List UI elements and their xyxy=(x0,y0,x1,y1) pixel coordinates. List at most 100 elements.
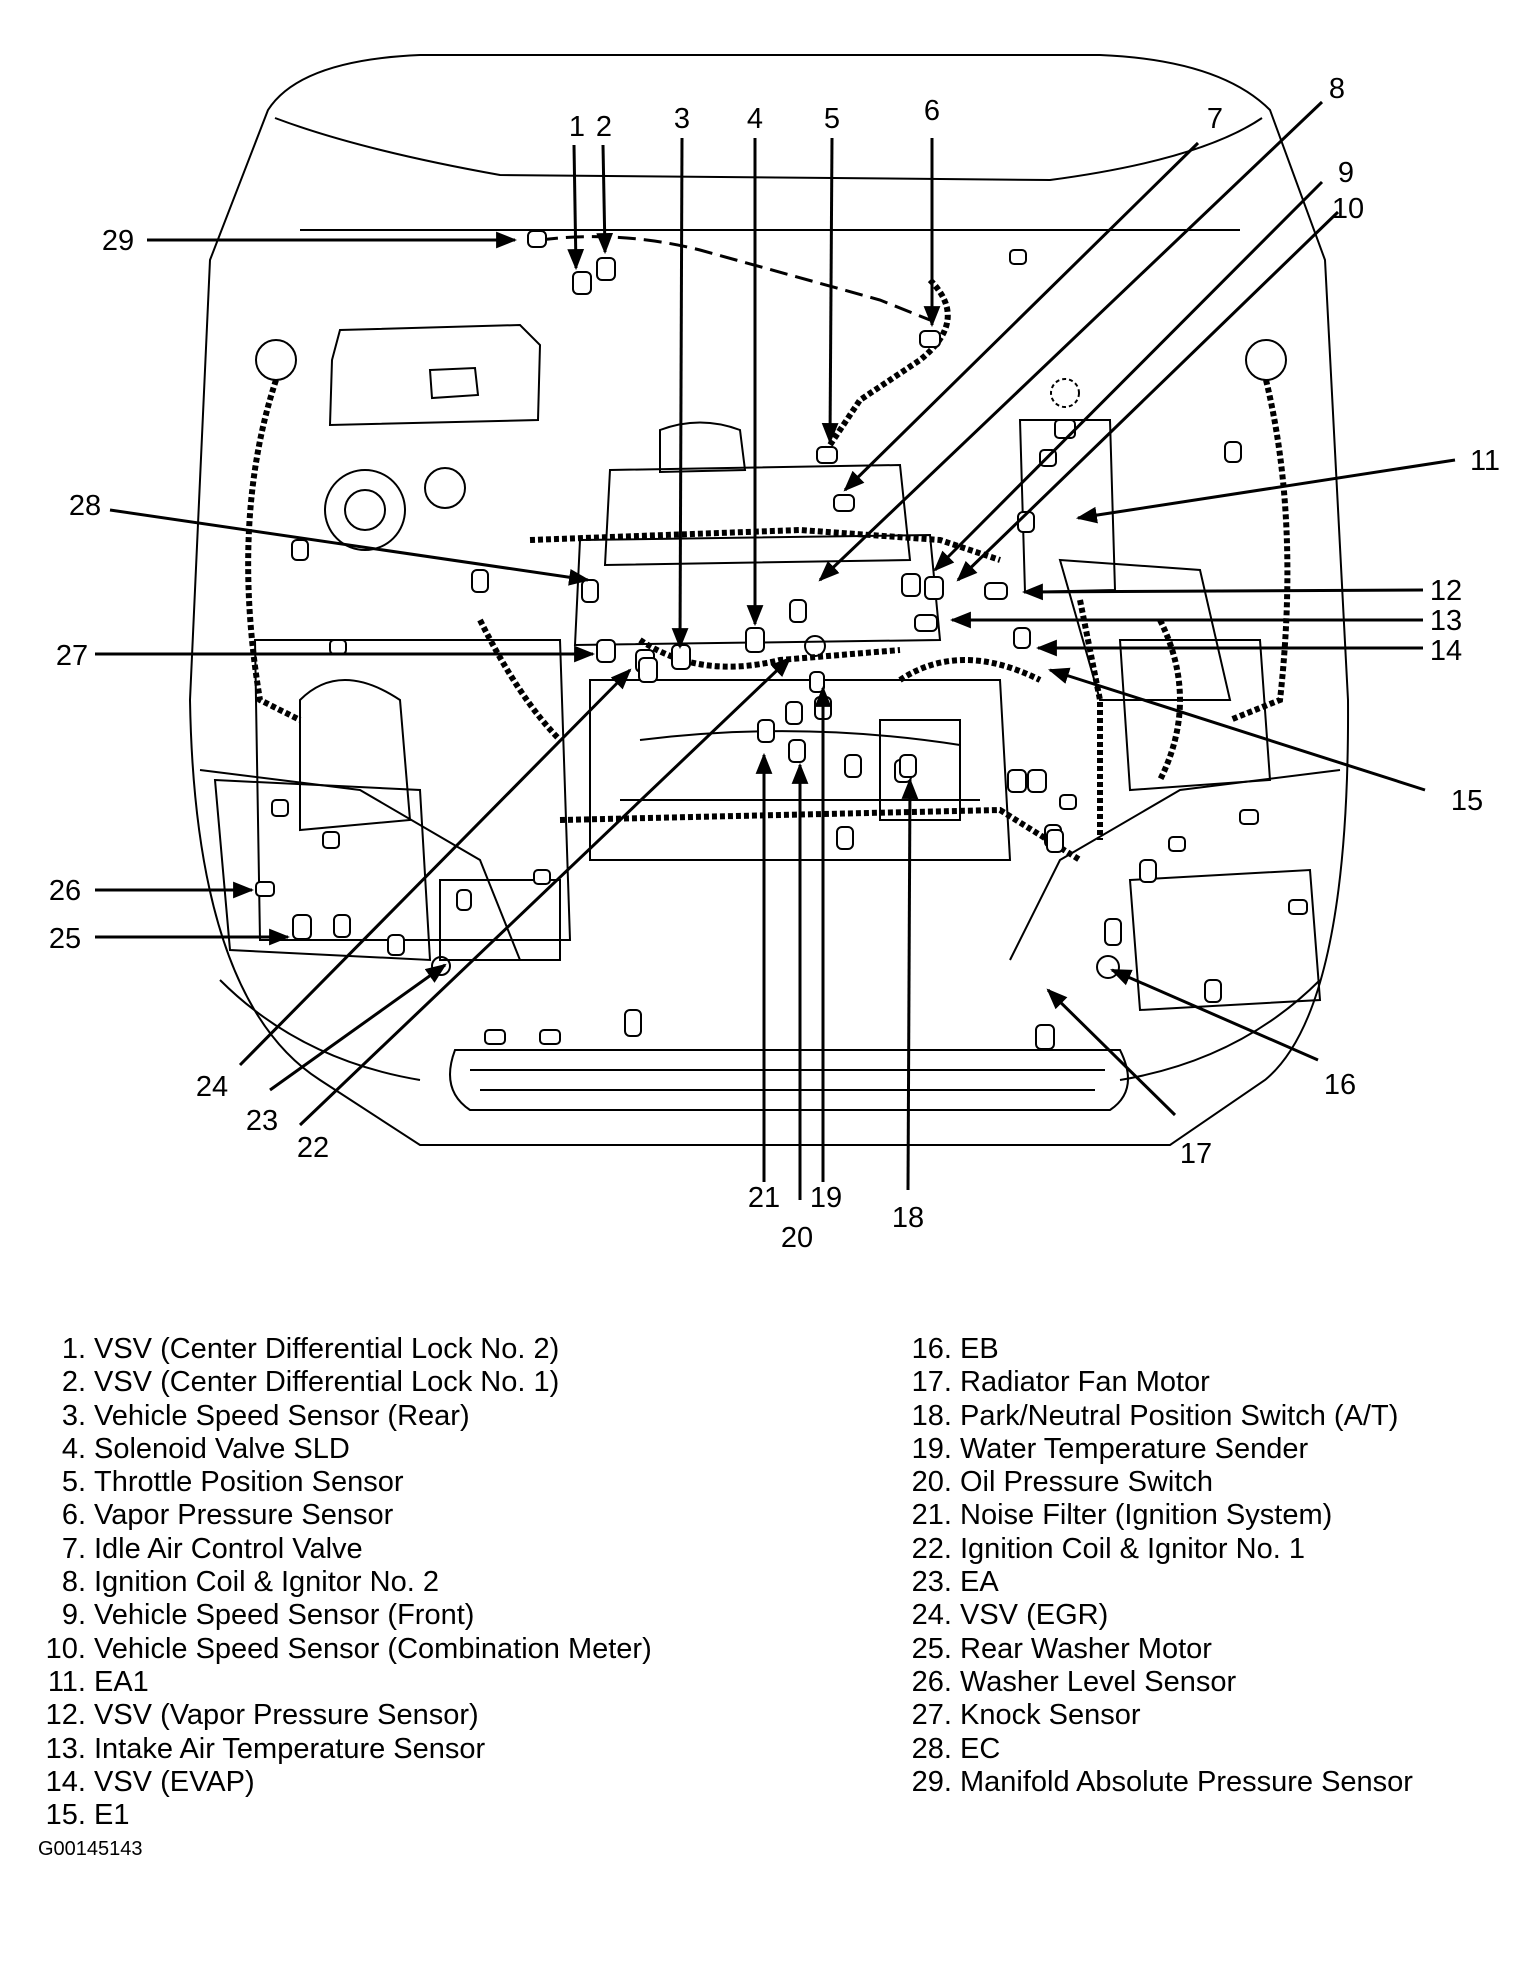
legend-item-number: 7. xyxy=(61,1532,86,1565)
leader-lines xyxy=(95,100,1456,1200)
legend-item-label: EA1 xyxy=(94,1665,149,1698)
callout-2: 2 xyxy=(596,111,612,143)
legend-item-number: 9. xyxy=(61,1599,86,1632)
legend-item: 9.Vehicle Speed Sensor (Front) xyxy=(30,1599,652,1632)
legend-item: 7.Idle Air Control Valve xyxy=(30,1533,652,1566)
callout-5: 5 xyxy=(824,103,840,135)
legend-item-label: Vapor Pressure Sensor xyxy=(94,1499,394,1532)
legend-item: 5.Throttle Position Sensor xyxy=(30,1466,652,1499)
legend-item: 23.EA xyxy=(898,1566,1413,1599)
legend-item-label: EB xyxy=(960,1333,999,1365)
callout-9: 9 xyxy=(1338,157,1354,189)
legend-item-number: 2. xyxy=(61,1366,86,1399)
legend-item-number: 6. xyxy=(61,1499,86,1532)
legend-item: 1.VSV (Center Differential Lock No. 2) xyxy=(30,1333,652,1366)
legend-item-label: Ignition Coil & Ignitor No. 1 xyxy=(960,1532,1305,1565)
callout-12: 12 xyxy=(1430,575,1462,607)
legend-item-label: Washer Level Sensor xyxy=(960,1665,1237,1698)
legend-item: 13.Intake Air Temperature Sensor xyxy=(30,1733,652,1766)
legend-item: 19.Water Temperature Sender xyxy=(898,1433,1413,1466)
legend-item: 21.Noise Filter (Ignition System) xyxy=(898,1499,1413,1532)
legend-item: 17.Radiator Fan Motor xyxy=(898,1366,1413,1399)
legend-item-number: 18. xyxy=(911,1399,952,1432)
legend-item-label: Vehicle Speed Sensor (Front) xyxy=(94,1599,475,1632)
legend-item-label: Ignition Coil & Ignitor No. 2 xyxy=(94,1566,439,1599)
callout-24: 24 xyxy=(196,1071,228,1103)
callout-22: 22 xyxy=(297,1132,329,1164)
legend-item: 27.Knock Sensor xyxy=(898,1699,1413,1732)
legend-item-number: 3. xyxy=(61,1399,86,1432)
legend-item-number: 10. xyxy=(45,1632,86,1665)
legend-item: 26.Washer Level Sensor xyxy=(898,1666,1413,1699)
legend-item: 4.Solenoid Valve SLD xyxy=(30,1433,652,1466)
callout-26: 26 xyxy=(49,875,81,907)
ground-points xyxy=(431,378,1120,979)
legend-item-label: Oil Pressure Switch xyxy=(960,1466,1214,1499)
legend-item: 12.VSV (Vapor Pressure Sensor) xyxy=(30,1699,652,1732)
legend-item: 3.Vehicle Speed Sensor (Rear) xyxy=(30,1400,652,1433)
callout-17: 17 xyxy=(1180,1138,1212,1170)
legend-item-number: 21. xyxy=(911,1499,952,1532)
legend-item-label: VSV (Center Differential Lock No. 2) xyxy=(94,1333,560,1365)
legend-item: 24.VSV (EGR) xyxy=(898,1599,1413,1632)
callout-7: 7 xyxy=(1207,103,1223,135)
callout-23: 23 xyxy=(246,1105,278,1137)
vehicle-outline xyxy=(188,54,1350,1146)
callout-14: 14 xyxy=(1430,635,1462,667)
legend-item: 22.Ignition Coil & Ignitor No. 1 xyxy=(898,1533,1413,1566)
callout-29: 29 xyxy=(102,225,134,257)
callout-21: 21 xyxy=(748,1182,780,1214)
connectors xyxy=(255,230,1308,1050)
legend-item: 11.EA1 xyxy=(30,1666,652,1699)
legend-item-number: 1. xyxy=(61,1333,86,1365)
legend-item-number: 12. xyxy=(45,1699,86,1732)
legend-item-number: 22. xyxy=(911,1532,952,1565)
legend-item: 10.Vehicle Speed Sensor (Combination Met… xyxy=(30,1633,652,1666)
legend-item-label: Vehicle Speed Sensor (Combination Meter) xyxy=(94,1632,652,1665)
callout-28: 28 xyxy=(69,490,101,522)
legend-item-number: 17. xyxy=(911,1366,952,1399)
callout-18: 18 xyxy=(892,1202,924,1234)
legend-item: 20.Oil Pressure Switch xyxy=(898,1466,1413,1499)
legend-item-number: 24. xyxy=(911,1599,952,1632)
legend-item-label: Vehicle Speed Sensor (Rear) xyxy=(94,1399,470,1432)
legend-item: 18.Park/Neutral Position Switch (A/T) xyxy=(898,1400,1413,1433)
legend-item-label: Manifold Absolute Pressure Sensor xyxy=(960,1765,1413,1798)
callout-20: 20 xyxy=(781,1222,813,1254)
legend-item-label: Throttle Position Sensor xyxy=(94,1466,404,1499)
legend-left-column: 1.VSV (Center Differential Lock No. 2)2.… xyxy=(30,1333,652,1832)
legend-item-number: 5. xyxy=(61,1466,86,1499)
legend-item-label: E1 xyxy=(94,1799,130,1832)
legend-item-label: Solenoid Valve SLD xyxy=(94,1432,350,1465)
legend-item: 2.VSV (Center Differential Lock No. 1) xyxy=(30,1366,652,1399)
legend-item-label: Rear Washer Motor xyxy=(960,1632,1212,1665)
legend-item: 28.EC xyxy=(898,1733,1413,1766)
legend-item-label: Knock Sensor xyxy=(960,1699,1141,1732)
callout-3: 3 xyxy=(674,103,690,135)
legend-item-label: EC xyxy=(960,1732,1001,1765)
legend-item: 16.EB xyxy=(898,1333,1413,1366)
legend-item-label: Idle Air Control Valve xyxy=(94,1532,363,1565)
legend-item-number: 15. xyxy=(45,1799,86,1832)
legend-item-number: 8. xyxy=(61,1566,86,1599)
legend-item-label: Noise Filter (Ignition System) xyxy=(960,1499,1333,1532)
legend-item-label: Park/Neutral Position Switch (A/T) xyxy=(960,1399,1399,1432)
callout-10: 10 xyxy=(1332,193,1364,225)
legend-item: 15.E1 xyxy=(30,1799,652,1832)
legend-item-number: 11. xyxy=(47,1665,86,1698)
legend-item-label: EA xyxy=(960,1566,999,1599)
figure-id: G00145143 xyxy=(38,1838,143,1860)
callout-13: 13 xyxy=(1430,605,1462,637)
callout-numbers: 1 2 3 4 5 6 7 8 9 10 11 12 13 14 15 16 1… xyxy=(49,73,1500,1254)
callout-11: 11 xyxy=(1470,445,1500,477)
vacuum-hose xyxy=(539,235,931,322)
legend-item: 25.Rear Washer Motor xyxy=(898,1633,1413,1666)
legend-item-number: 19. xyxy=(911,1432,952,1465)
legend-item-number: 16. xyxy=(911,1333,952,1365)
wiring-harness xyxy=(245,277,1291,863)
legend-item-number: 26. xyxy=(911,1665,952,1698)
legend-item: 8.Ignition Coil & Ignitor No. 2 xyxy=(30,1566,652,1599)
legend-item-label: Intake Air Temperature Sensor xyxy=(94,1732,486,1765)
callout-15: 15 xyxy=(1451,785,1483,817)
